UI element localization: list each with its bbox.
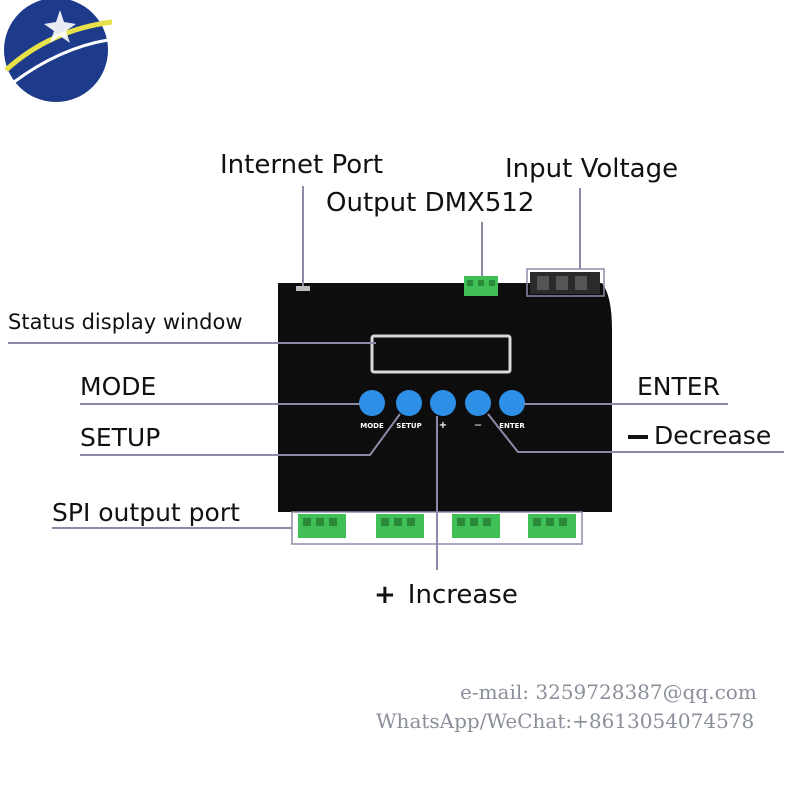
increase-text: Increase <box>407 580 518 610</box>
setup-button-caption: SETUP <box>396 422 421 430</box>
input-voltage-label: Input Voltage <box>505 154 679 184</box>
contact-email: e-mail: 3259728387@qq.com <box>460 680 757 704</box>
contact-whatsapp: WhatsApp/WeChat:+8613054074578 <box>376 709 755 733</box>
spi-terminals <box>298 514 576 538</box>
internet-port-connector <box>296 286 310 291</box>
plus-button[interactable] <box>430 390 456 416</box>
plus-button-caption: + <box>439 420 447 431</box>
enter-label: ENTER <box>637 372 720 401</box>
mode-label: MODE <box>80 372 157 401</box>
increase-label: + Increase <box>374 580 518 610</box>
minus-button-caption: — <box>475 421 482 429</box>
spi-output-label: SPI output port <box>52 498 240 527</box>
plus-sign-icon: + <box>374 580 396 610</box>
voltage-highlight-box <box>526 268 605 297</box>
minus-sign-icon <box>628 435 648 439</box>
minus-button[interactable] <box>465 390 491 416</box>
setup-label: SETUP <box>80 423 161 452</box>
status-display-window <box>370 334 512 374</box>
voltage-terminal <box>530 272 600 294</box>
decrease-text: Decrease <box>654 421 772 450</box>
mode-button-caption: MODE <box>360 422 384 430</box>
enter-button[interactable] <box>499 390 525 416</box>
status-window-label: Status display window <box>8 310 243 334</box>
enter-button-caption: ENTER <box>499 422 525 430</box>
brand-logo-icon <box>4 0 113 102</box>
callout-lines <box>8 186 784 570</box>
decrease-label: Decrease <box>628 421 771 450</box>
mode-button[interactable] <box>359 390 385 416</box>
internet-port-label: Internet Port <box>220 150 384 180</box>
setup-button[interactable] <box>396 390 422 416</box>
output-dmx-label: Output DMX512 <box>326 188 535 218</box>
